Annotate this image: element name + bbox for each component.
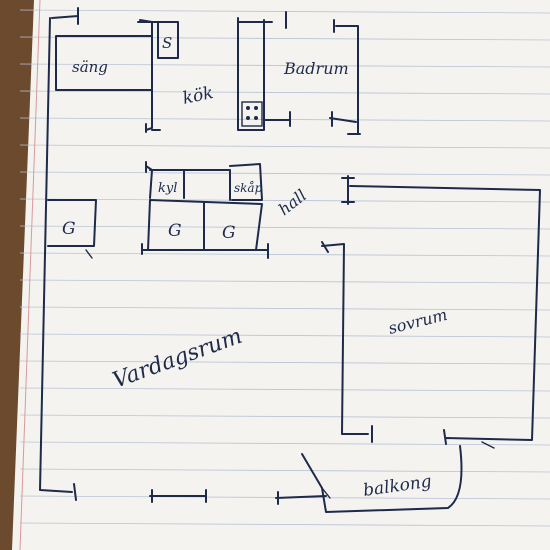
ruled-line — [19, 252, 550, 257]
label-wardrobe-mid: G — [168, 221, 182, 241]
outer-walls — [39, 7, 541, 505]
label-wardrobe-right: G — [222, 223, 236, 243]
room-label-bed: säng — [72, 58, 108, 76]
ruled-line — [19, 522, 550, 527]
ruled-line — [19, 144, 550, 149]
ruled-line — [19, 171, 550, 176]
label-closet: skåp — [234, 180, 263, 195]
label-fridge: kyl — [158, 181, 177, 196]
kitchen-counter — [237, 11, 291, 131]
paper-sheet — [12, 0, 550, 550]
label-wardrobe-left: G — [62, 219, 76, 239]
ruled-line — [19, 90, 550, 95]
stove-icon — [246, 106, 258, 120]
kitchen-cabinets: kyl skåp G G — [141, 161, 269, 259]
ruled-line — [19, 306, 550, 311]
ruled-line — [19, 387, 550, 392]
ruled-line — [19, 63, 550, 68]
bathroom: Badrum — [283, 19, 361, 135]
storage-area: S — [137, 21, 179, 59]
ruled-line — [19, 333, 550, 338]
ruled-lines — [19, 9, 550, 527]
ruled-line — [19, 441, 550, 446]
wardrobe-left: G — [47, 199, 97, 259]
ruled-line — [19, 225, 550, 230]
margin-line — [19, 0, 41, 550]
bed-area: säng — [55, 19, 161, 133]
ruled-line — [19, 198, 550, 203]
ruled-line — [19, 414, 550, 419]
room-label-storage: S — [162, 34, 172, 52]
ruled-line — [19, 279, 550, 284]
ruled-line — [19, 36, 550, 41]
room-label-bathroom: Badrum — [283, 59, 349, 78]
ruled-line — [19, 9, 550, 14]
ruled-line — [19, 360, 550, 365]
